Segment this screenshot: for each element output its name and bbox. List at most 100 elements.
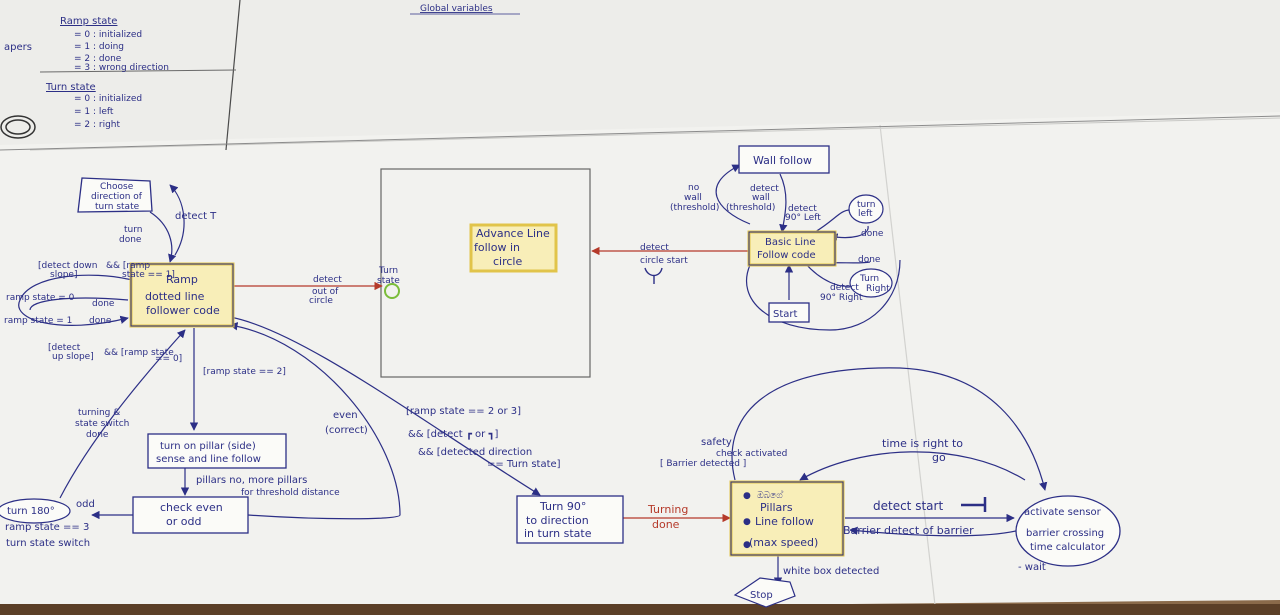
advance-line-0: Advance Line [476,227,550,240]
label-done-2: done [89,316,112,326]
turn90-line-1: to direction [526,514,589,527]
turn180-line-2: turn state switch [6,538,90,549]
pillars-top: ඔබගේ [757,490,783,501]
label-turning-switch-2: done [86,430,109,440]
activate-line-3: - wait [1018,562,1046,573]
label-pillars-no-0: pillars no, more pillars [196,475,307,486]
label-barrier-note: Barrier detect of barrier [843,524,974,537]
label-detect-down-1: slope] [50,270,77,280]
label-ramp-state-2: [ramp state == 2] [203,367,286,377]
start-line-icon [961,497,987,512]
turn90-line-0: Turn 90° [539,500,586,513]
start-label: Start [773,309,798,320]
label-detect-out-1: out of [312,287,339,297]
node-start: Start [768,302,810,323]
label-no-wall-0: no [688,183,700,193]
label-done-1: done [92,299,115,309]
turn-right-1: Right [866,284,890,294]
label-detect-down-0: [detect down [38,261,97,271]
label-even-1: (correct) [325,425,368,436]
turn-state-line-2: = 2 : right [74,120,120,130]
ramp-line-2: follower code [146,304,220,317]
stop-label: Stop [750,590,773,601]
label-turning-done-0: Turning [647,503,688,516]
label-detect-start: detect start [873,499,943,513]
choose-line-0: Choose [100,182,134,192]
label-detect-down-2: && [ramp [106,261,150,271]
label-ramp-23-3: == Turn state] [487,459,561,470]
label-turn-done-1: done [119,235,142,245]
label-ramp-23-2: && [detected direction [418,447,532,458]
label-no-wall-1: wall [684,193,702,203]
ramp-state-line-1: = 1 : doing [74,42,124,52]
label-detect-90-left-1: 90° Left [785,213,821,223]
edge-fragment: apers [4,42,32,53]
circle-start-icon [644,267,663,284]
label-ramp-23-0: [ramp state == 2 or 3] [406,406,521,417]
label-detect-90-right-1: 90° Right [820,293,863,303]
basic-line-0: Basic Line [765,237,816,248]
label-done-3: done [861,229,884,239]
pillars-line-1: Line follow [755,515,814,528]
label-detect-out-2: circle [309,296,333,306]
node-turn-90: Turn 90° to direction in turn state [516,495,624,544]
label-turning-switch-1: state switch [75,419,129,429]
label-done-4: done [858,255,881,265]
label-detect-up-1: up slope] [52,352,94,362]
activate-line-1: barrier crossing [1026,528,1104,539]
node-advance-line: Advance Line follow in circle [469,223,558,273]
ramp-state-line-2: = 2 : done [74,54,122,64]
node-choose-direction: Choose direction of turn state [77,177,153,213]
label-detect-wall-2: (threshold) [726,203,775,213]
label-detect-down-3: state == 1] [122,270,175,280]
label-detect-90-right-0: detect [830,283,859,293]
global-variables-title: Global variables [420,4,493,14]
turn180-line-0: turn 180° [7,506,55,517]
label-pillars-no-1: for threshold distance [241,488,340,498]
label-detect-up-0: [detect [48,343,81,353]
node-activate-sensor: activate sensor barrier crossing time ca… [1015,495,1121,573]
label-detect-90-left-0: detect [788,204,817,214]
node-wall-follow: Wall follow [738,145,830,174]
label-ramp-state-1: ramp state = 1 [4,316,72,326]
edge-labels: detect T turn done [detect down slope] &… [4,183,987,577]
header-notes: apers Ramp state = 0 : initialized = 1 :… [0,4,520,139]
pillars-bullet-0: ● [743,491,751,501]
turn-left-1: left [858,209,873,219]
node-pillars-line-follow: ඔබගේ ● Pillars ● Line follow ● (max spee… [729,480,845,557]
node-turn-left: turn left [848,194,884,224]
label-detect-circle-0: detect [640,243,669,253]
pillar-sense-1: sense and line follow [156,454,261,465]
turn-right-0: Turn [859,274,879,284]
label-detect-wall-0: detect [750,184,779,194]
turn-state-line-0: = 0 : initialized [74,94,142,104]
connectors [18,164,1048,586]
ramp-state-line-3: = 3 : wrong direction [74,63,169,73]
advance-line-2: circle [493,255,522,268]
node-turn-right: Turn Right [849,268,893,298]
check-line-0: check even [160,501,223,514]
label-safety-0: safety [701,437,732,448]
turn90-line-2: in turn state [524,527,592,540]
ramp-state-line-0: = 0 : initialized [74,30,142,40]
circle-section-frame [380,168,591,378]
scribble-icon [0,115,36,139]
label-detect-t: detect T [175,211,217,222]
label-detect-out-0: detect [313,275,342,285]
label-odd: odd [76,499,95,510]
label-safety-2: [ Barrier detected ] [660,459,746,469]
label-turning-done-1: done [652,518,680,531]
label-even-0: even [333,410,358,421]
activate-line-2: time calculator [1030,542,1106,553]
label-safety-1: check activated [716,449,787,459]
pillar-sense-0: turn on pillar (side) [160,441,256,452]
label-turn-state-0: Turn [378,266,398,276]
label-detect-up-3: == 0] [155,354,182,364]
turn-left-0: turn [857,200,875,210]
node-ramp-follower: Ramp dotted line follower code [129,262,235,328]
node-turn-180: turn 180° ramp state == 3 turn state swi… [0,498,90,549]
label-ramp-23-1: && [detect ┏ or ┓] [408,429,498,440]
pillars-bullet-2: ● [743,540,751,550]
